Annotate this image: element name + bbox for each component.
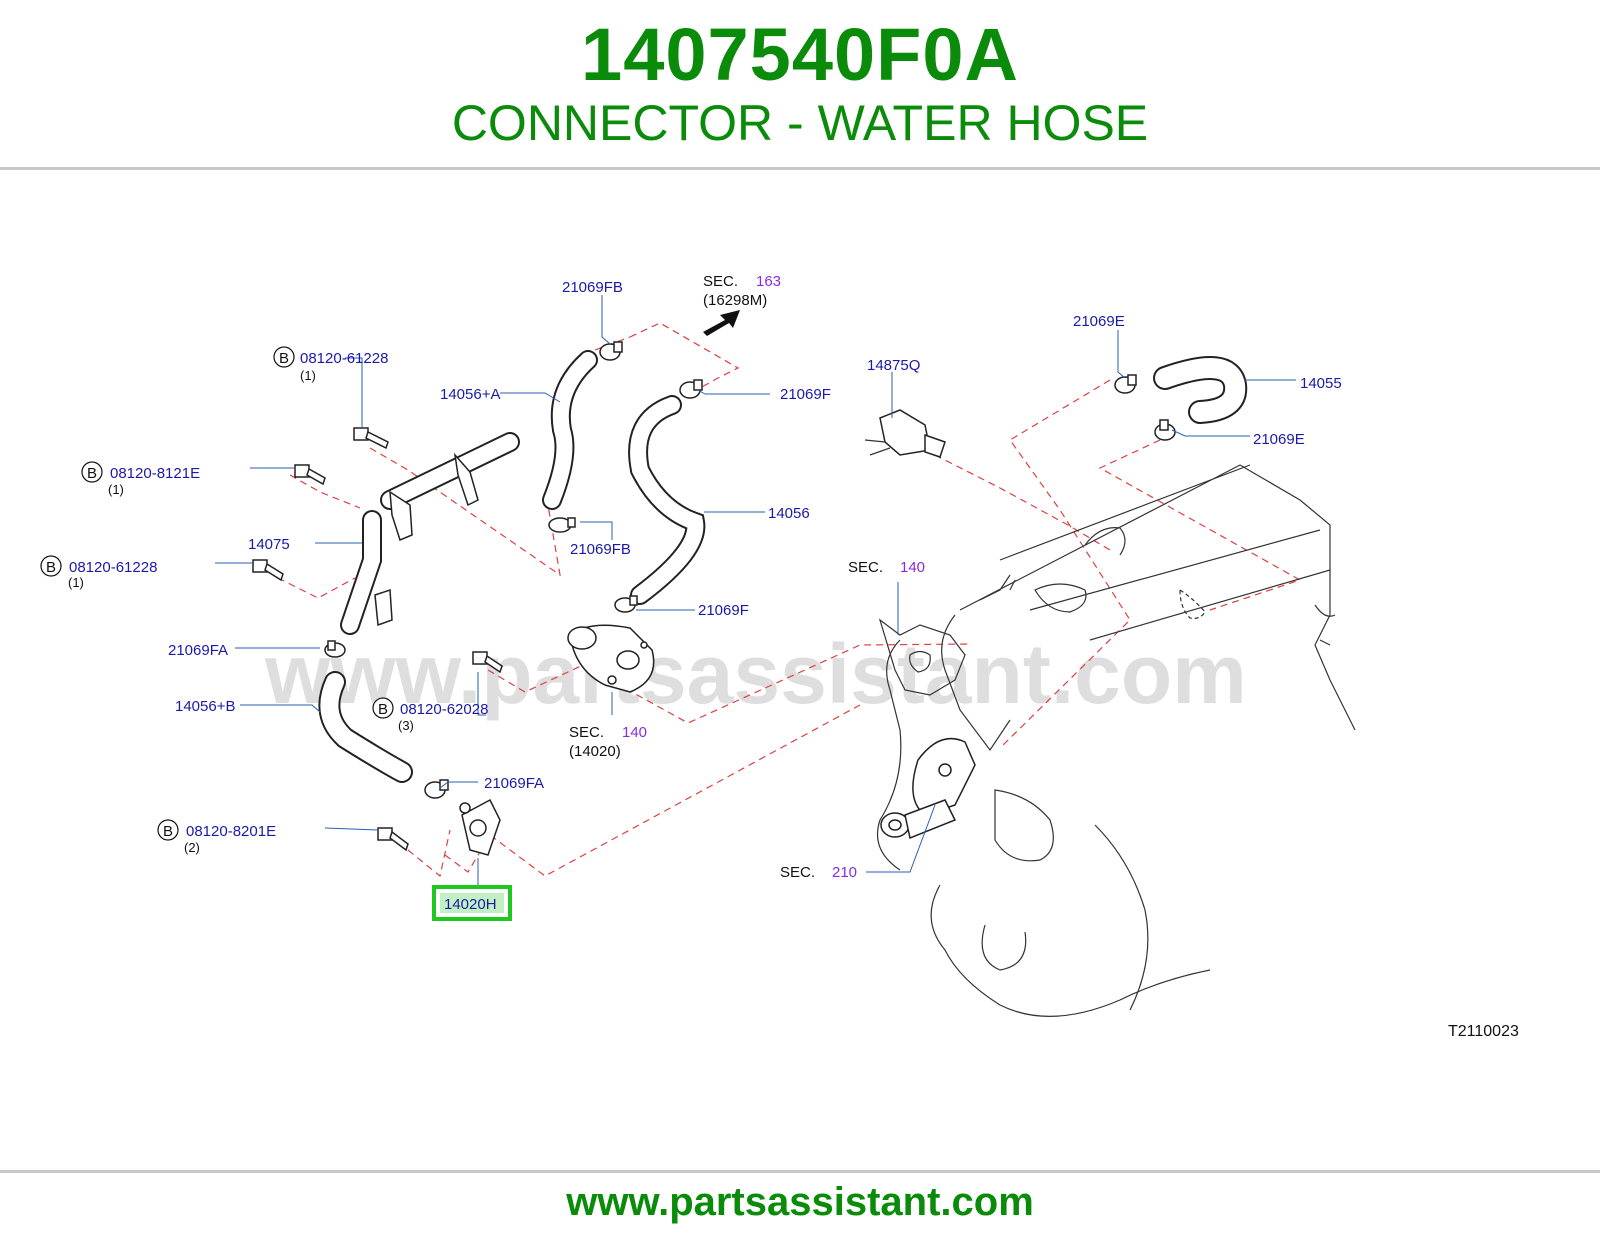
svg-text:08120-8121E: 08120-8121E bbox=[110, 465, 200, 482]
clamp-21069F-bot bbox=[614, 595, 638, 613]
direction-arrow bbox=[703, 310, 740, 336]
label-14056[interactable]: 14056 bbox=[768, 505, 810, 522]
svg-text:08120-61228: 08120-61228 bbox=[300, 350, 388, 367]
svg-text:08120-61228: 08120-61228 bbox=[69, 559, 157, 576]
svg-text:B: B bbox=[378, 701, 388, 718]
label-21069FB-bot[interactable]: 21069FB bbox=[570, 541, 631, 558]
svg-text:(3): (3) bbox=[398, 718, 414, 733]
svg-text:B: B bbox=[163, 823, 173, 840]
label-21069FB-top[interactable]: 21069FB bbox=[562, 279, 623, 296]
thermostat-housing bbox=[567, 624, 655, 693]
clamp-21069FB-top bbox=[599, 341, 623, 361]
label-14020H[interactable]: 14020H bbox=[444, 896, 497, 913]
svg-text:(14020): (14020) bbox=[569, 743, 621, 760]
label-14075[interactable]: 14075 bbox=[248, 536, 290, 553]
leader-lines bbox=[215, 295, 1296, 888]
svg-text:140: 140 bbox=[622, 724, 647, 741]
label-14056B[interactable]: 14056+B bbox=[175, 698, 235, 715]
clamp-21069FA-top bbox=[324, 640, 346, 658]
label-14056A[interactable]: 14056+A bbox=[440, 386, 500, 403]
connector-14020H bbox=[459, 798, 501, 856]
section-ref-163[interactable]: SEC. 163 (16298M) bbox=[703, 273, 781, 309]
label-21069F-top[interactable]: 21069F bbox=[780, 386, 831, 403]
part-labels: 21069FB 14056+A 21069F 14875Q 21069E 140… bbox=[168, 279, 1342, 792]
bolt-5 bbox=[377, 827, 409, 852]
svg-text:163: 163 bbox=[756, 273, 781, 290]
svg-text:(16298M): (16298M) bbox=[703, 292, 767, 309]
highlighted-part-14020H[interactable]: 14020H bbox=[432, 885, 512, 921]
clamp-21069FB-bot bbox=[548, 517, 576, 533]
clamp-21069FA-bot bbox=[424, 779, 449, 799]
timing-cover bbox=[878, 618, 966, 696]
svg-text:210: 210 bbox=[832, 864, 857, 881]
svg-text:SEC.: SEC. bbox=[703, 273, 738, 290]
section-ref-140-top[interactable]: SEC. 140 bbox=[848, 559, 925, 576]
bolt-label-5[interactable]: B 08120-8201E (2) bbox=[157, 819, 276, 855]
bolt-labels: B 08120-61228 (1) B 08120-8121E (1) B 08… bbox=[40, 346, 488, 855]
hose-14056B bbox=[318, 671, 413, 783]
label-14875Q[interactable]: 14875Q bbox=[867, 357, 920, 374]
svg-text:SEC.: SEC. bbox=[780, 864, 815, 881]
bolt-label-1[interactable]: B 08120-61228 (1) bbox=[273, 346, 388, 383]
label-14055[interactable]: 14055 bbox=[1300, 375, 1342, 392]
svg-text:B: B bbox=[46, 559, 56, 576]
label-21069F-bot[interactable]: 21069F bbox=[698, 602, 749, 619]
svg-text:08120-62028: 08120-62028 bbox=[400, 701, 488, 718]
svg-text:SEC.: SEC. bbox=[569, 724, 604, 741]
label-21069FA-top[interactable]: 21069FA bbox=[168, 642, 228, 659]
svg-text:(1): (1) bbox=[300, 368, 316, 383]
drawing-code: T2110023 bbox=[1448, 1023, 1519, 1040]
bolt-3 bbox=[252, 559, 284, 582]
hose-14056A bbox=[542, 350, 598, 510]
water-pump bbox=[880, 737, 976, 840]
label-21069FA-bot[interactable]: 21069FA bbox=[484, 775, 544, 792]
svg-text:140: 140 bbox=[900, 559, 925, 576]
bolt-label-3[interactable]: B 08120-61228 (1) bbox=[40, 555, 157, 590]
clamp-21069E-top bbox=[1114, 374, 1137, 394]
label-21069E-bot[interactable]: 21069E bbox=[1253, 431, 1305, 448]
svg-text:(2): (2) bbox=[184, 840, 200, 855]
bolts bbox=[252, 427, 503, 852]
svg-text:SEC.: SEC. bbox=[848, 559, 883, 576]
clamp-21069E-bot bbox=[1154, 419, 1176, 441]
bolt-4 bbox=[472, 651, 503, 674]
hose-14056 bbox=[628, 395, 706, 605]
section-ref-210[interactable]: SEC. 210 bbox=[780, 864, 857, 881]
bolt-2 bbox=[294, 464, 326, 486]
clamps bbox=[324, 341, 1176, 799]
svg-text:(1): (1) bbox=[68, 575, 84, 590]
svg-text:(1): (1) bbox=[108, 482, 124, 497]
section-ref-140-bottom[interactable]: SEC. 140 (14020) bbox=[569, 724, 647, 760]
footer-divider bbox=[0, 1170, 1600, 1173]
svg-text:B: B bbox=[279, 350, 289, 367]
watermark: www.partsassistant.com bbox=[264, 627, 1247, 721]
bolt-label-2[interactable]: B 08120-8121E (1) bbox=[81, 461, 200, 497]
parts-diagram: www.partsassistant.com bbox=[40, 273, 1519, 1040]
engine-block-outline bbox=[876, 464, 1356, 1017]
part-description: CONNECTOR - WATER HOSE bbox=[451, 95, 1149, 151]
hose-14055 bbox=[1153, 356, 1248, 424]
footer-website-link[interactable]: www.partsassistant.com bbox=[566, 1180, 1034, 1224]
sensor-14875Q bbox=[864, 409, 946, 458]
bolt-label-4[interactable]: B 08120-62028 (3) bbox=[372, 697, 488, 733]
svg-text:08120-8201E: 08120-8201E bbox=[186, 823, 276, 840]
water-pipe-14075 bbox=[340, 432, 520, 635]
header-divider bbox=[0, 167, 1600, 170]
svg-text:B: B bbox=[87, 465, 97, 482]
bolt-1 bbox=[353, 427, 389, 450]
part-number-title: 1407540F0A bbox=[581, 13, 1019, 96]
clamp-21069F-top bbox=[679, 379, 703, 399]
label-21069E-top[interactable]: 21069E bbox=[1073, 313, 1125, 330]
section-references: SEC. 163 (16298M) SEC. 140 SEC. 140 (140… bbox=[569, 273, 925, 881]
page-header: 1407540F0A CONNECTOR - WATER HOSE bbox=[0, 0, 1600, 168]
